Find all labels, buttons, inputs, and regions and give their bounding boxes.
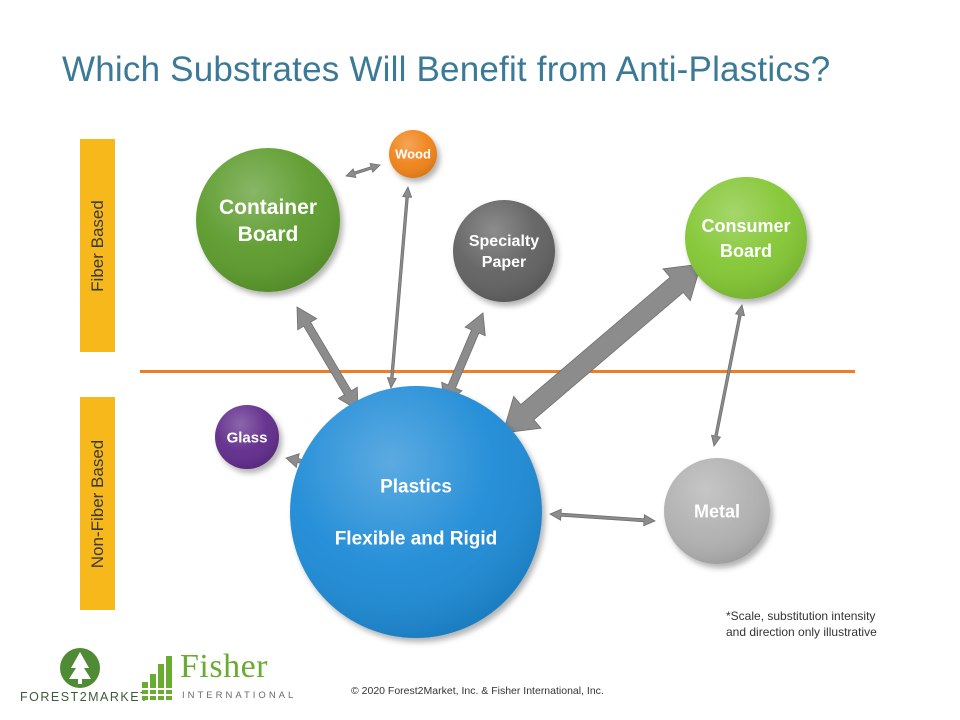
consumer-board-node-highlight xyxy=(685,177,807,299)
arrow-container-wood xyxy=(345,163,381,178)
consumer-board-node-label-1: Consumer xyxy=(701,216,790,236)
forest2market-wordmark: FOREST2MARKET xyxy=(20,690,150,704)
forest2market-logo: FOREST2MARKET xyxy=(20,646,150,710)
fiber-divider-line xyxy=(140,370,855,373)
specialty-paper-node-highlight xyxy=(453,200,555,302)
substitution-arrows xyxy=(285,163,746,527)
container-board-node-label-2: Board xyxy=(238,223,299,246)
scale-note-line-2: and direction only illustrative xyxy=(726,625,877,639)
arrow-wood-plastics xyxy=(386,186,413,389)
plastics-node-label-1: Plastics xyxy=(380,477,452,498)
metal-node-highlight xyxy=(664,458,770,564)
specialty-paper-node-label-2: Paper xyxy=(482,254,526,271)
specialty-paper-node-label-1: Specialty xyxy=(469,233,539,250)
metal-node-label-1: Metal xyxy=(694,501,740,521)
container-board-node-highlight xyxy=(196,148,340,292)
fisher-wordmark: Fisher xyxy=(180,648,268,685)
container-board-node-label-1: Container xyxy=(219,196,317,219)
arrow-plastics-metal xyxy=(549,508,656,527)
metal-node: Metal xyxy=(664,458,770,564)
wood-node: Wood xyxy=(389,130,437,178)
glass-node-highlight xyxy=(215,405,279,469)
glass-node: Glass xyxy=(215,405,279,469)
page-title: Which Substrates Will Benefit from Anti-… xyxy=(62,50,831,89)
fisher-subtitle: INTERNATIONAL xyxy=(182,690,297,701)
consumer-board-node-label-2: Board xyxy=(720,241,772,261)
plastics-node-highlight xyxy=(290,386,542,638)
plastics-node-label-2: Flexible and Rigid xyxy=(335,529,498,550)
fiber-based-band: Fiber Based xyxy=(80,139,115,352)
arrow-container-plastics xyxy=(296,306,359,411)
scale-note-line-1: *Scale, substitution intensity xyxy=(726,609,876,623)
forest2market-tree-icon xyxy=(60,648,100,688)
fisher-bars-icon xyxy=(142,656,172,700)
wood-node-label-1: Wood xyxy=(395,147,431,162)
fisher-international-logo: Fisher INTERNATIONAL xyxy=(142,648,293,710)
non-fiber-based-band: Non-Fiber Based xyxy=(80,397,115,610)
wood-node-highlight xyxy=(389,130,437,178)
glass-node-label-1: Glass xyxy=(227,429,268,446)
arrow-consumer-metal xyxy=(710,304,746,447)
scale-note: *Scale, substitution intensity and direc… xyxy=(726,608,926,640)
copyright-text: © 2020 Forest2Market, Inc. & Fisher Inte… xyxy=(351,685,604,697)
